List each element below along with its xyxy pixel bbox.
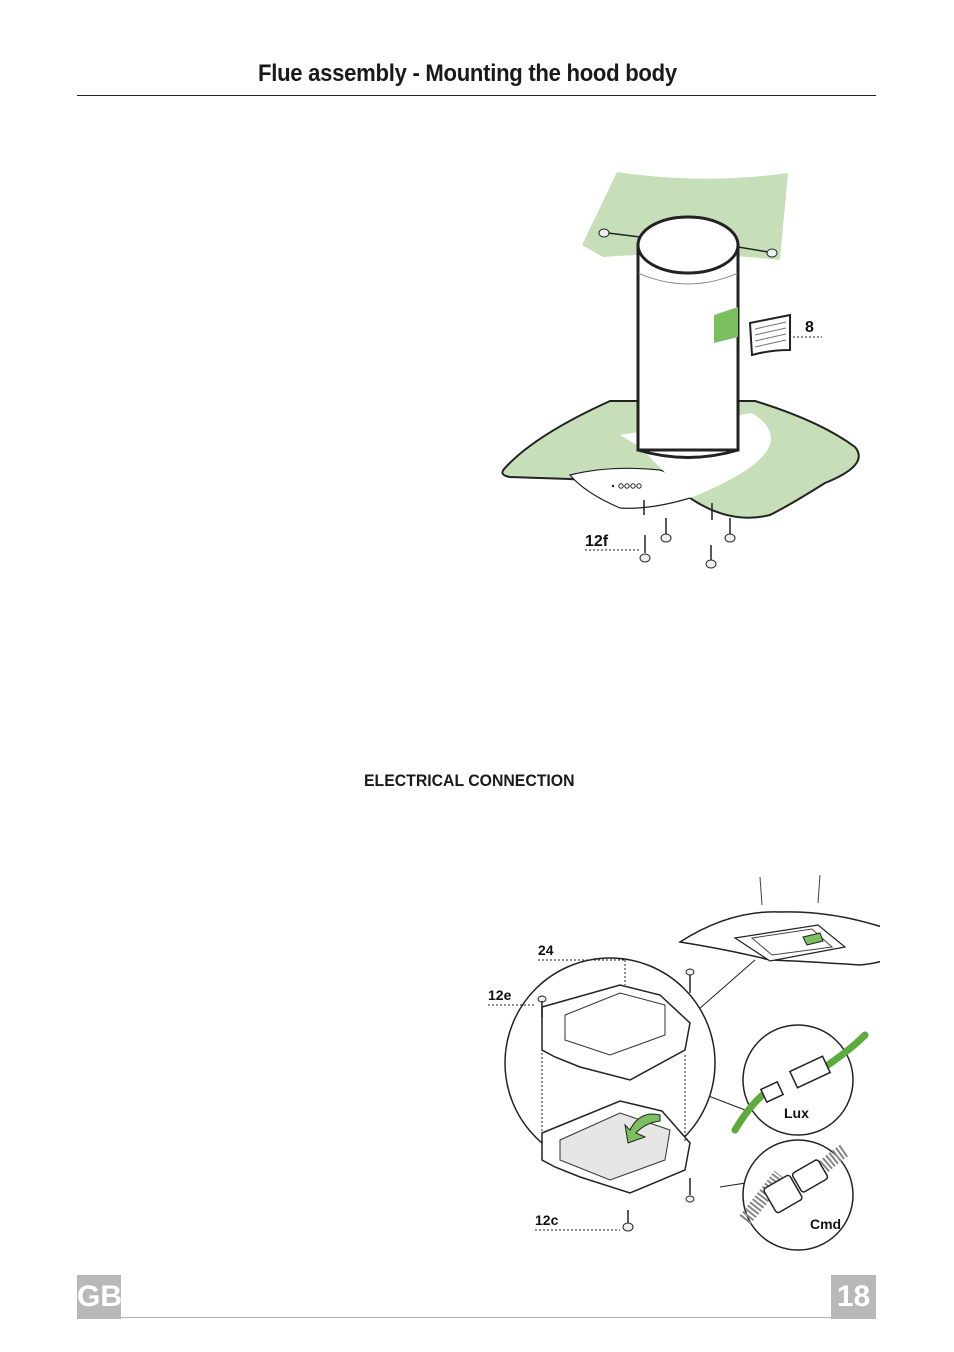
- bottom-screw-3: [705, 503, 717, 569]
- footer-divider: [77, 1317, 876, 1318]
- grille-part-8: [748, 313, 822, 357]
- control-buttons: [611, 483, 642, 489]
- screw-12c-bottom-right: [685, 1178, 695, 1203]
- hood-underside: [677, 875, 880, 966]
- title-divider: [77, 95, 876, 96]
- ceiling-screw-right: [737, 246, 778, 258]
- magnifier-lux: [731, 1024, 869, 1136]
- arrow-icon: [624, 1113, 661, 1144]
- screw-12e-top-right: [685, 968, 695, 993]
- bottom-screw-2: [660, 518, 672, 543]
- label-cmd: Cmd: [810, 1216, 841, 1232]
- connector-tray: [541, 1100, 691, 1194]
- page-title: Flue assembly - Mounting the hood body: [258, 60, 677, 87]
- electrical-connection-illustration: 24 12e 12c Lux Cmd: [488, 875, 880, 1251]
- screw-12e-top-left: [537, 995, 547, 1017]
- language-tab: GB: [77, 1275, 122, 1319]
- screw-12c-bottom: [622, 1210, 634, 1232]
- bottom-screw-4: [724, 518, 736, 543]
- label-part-12c: 12c: [535, 1212, 559, 1228]
- section-heading: ELECTRICAL CONNECTION: [364, 771, 575, 790]
- hood-assembly-illustration: 8 12f: [501, 172, 860, 569]
- green-opening: [714, 307, 738, 343]
- label-part-12f: 12f: [585, 533, 609, 550]
- ceiling-screw-left: [598, 228, 641, 238]
- label-part-24: 24: [538, 942, 554, 958]
- cover-part-24: [541, 984, 691, 1081]
- chimney-flue: [636, 215, 740, 459]
- page-number: 18: [831, 1275, 876, 1319]
- label-part-8: 8: [805, 319, 814, 336]
- label-part-12e: 12e: [488, 987, 512, 1003]
- label-lux: Lux: [784, 1105, 809, 1121]
- bottom-screw-1: [639, 500, 651, 563]
- magnifier-cmd: [739, 1139, 854, 1251]
